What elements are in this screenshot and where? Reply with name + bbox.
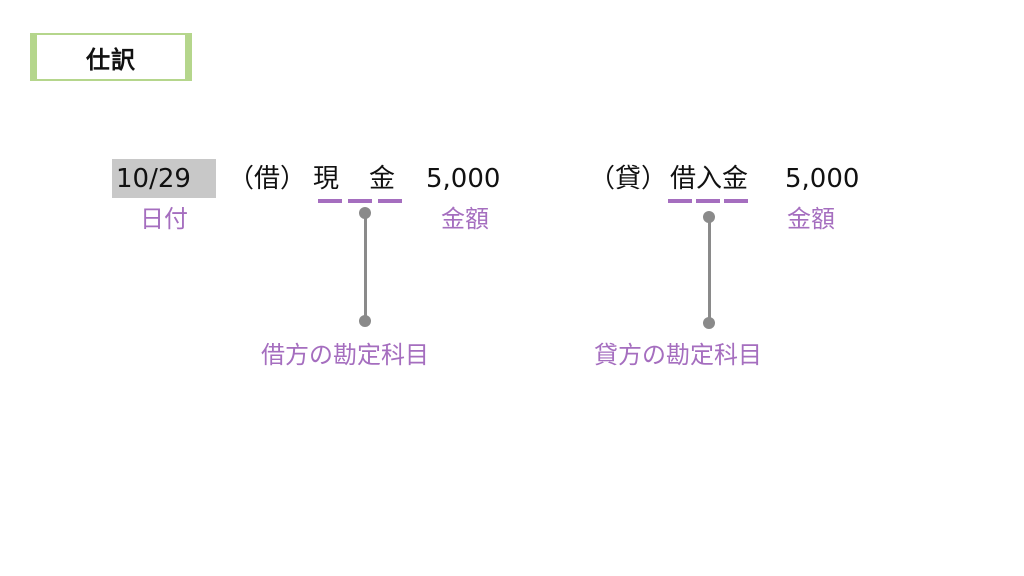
credit-marker: （貸） bbox=[589, 164, 668, 194]
date-label: 日付 bbox=[140, 205, 188, 233]
debit-amount-label: 金額 bbox=[441, 205, 489, 233]
title-box: 仕訳 bbox=[30, 33, 192, 81]
debit-marker: （借） bbox=[228, 164, 307, 194]
credit-connector-line bbox=[708, 217, 711, 323]
credit-account-label: 貸方の勘定科目 bbox=[594, 341, 762, 369]
date-highlight bbox=[112, 159, 216, 198]
debit-account-char2: 金 bbox=[369, 164, 396, 194]
credit-account: 借入金 bbox=[670, 164, 749, 194]
debit-account-char1: 現 bbox=[313, 164, 340, 194]
credit-underline-dash bbox=[696, 199, 720, 203]
debit-account-label: 借方の勘定科目 bbox=[261, 341, 429, 369]
debit-underline-dash bbox=[318, 199, 342, 203]
debit-connector-bottom-dot bbox=[359, 315, 371, 327]
debit-underline-dash bbox=[378, 199, 402, 203]
credit-underline-dash bbox=[668, 199, 692, 203]
entry-date: 10/29 bbox=[116, 164, 191, 194]
debit-connector-line bbox=[364, 213, 367, 321]
credit-amount: 5,000 bbox=[785, 164, 860, 194]
credit-connector-bottom-dot bbox=[703, 317, 715, 329]
page-title: 仕訳 bbox=[86, 45, 136, 74]
debit-amount: 5,000 bbox=[426, 164, 501, 194]
debit-underline-dash bbox=[348, 199, 372, 203]
credit-amount-label: 金額 bbox=[787, 205, 835, 233]
credit-underline-dash bbox=[724, 199, 748, 203]
